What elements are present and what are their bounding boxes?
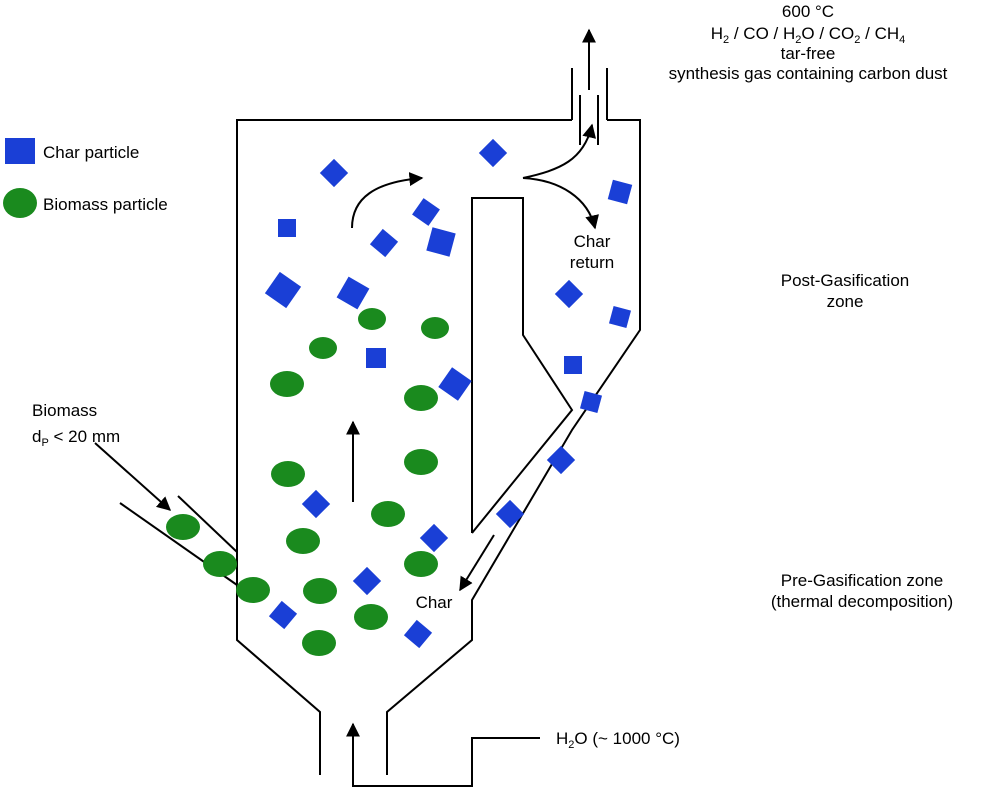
char-particle <box>495 499 525 529</box>
biomass-particle <box>236 577 270 603</box>
char-particle <box>554 279 584 309</box>
outlet-temperature: 600 °C <box>782 2 834 21</box>
reactor-vessel-left-wall <box>236 119 572 552</box>
biomass-particle <box>358 308 386 330</box>
char-particle <box>438 367 472 401</box>
biomass-particle <box>203 551 237 577</box>
char-particles <box>264 138 633 649</box>
char-particle <box>412 198 440 226</box>
feed-arrow <box>94 442 172 511</box>
circulation-arrow <box>351 172 424 229</box>
char-particle <box>319 158 349 188</box>
gas-to-outlet-arrow <box>522 123 597 179</box>
outlet-gas-components: H2 / CO / H2O / CO2 / CH4 <box>711 24 906 46</box>
char-particle <box>403 619 433 649</box>
char-downflow-arrow <box>459 534 495 592</box>
biomass-particle <box>270 371 304 397</box>
post-gasification-label-line2: zone <box>827 292 864 311</box>
biomass-particle <box>302 630 336 656</box>
biomass-particle <box>309 337 337 359</box>
pre-gasification-label-line2: (thermal decomposition) <box>771 592 953 611</box>
char-return-label-line2: return <box>570 253 614 272</box>
legend-biomass-label: Biomass particle <box>43 195 168 214</box>
char-particle <box>426 227 456 257</box>
legend-biomass-swatch <box>3 188 37 218</box>
feed-label: Biomass <box>32 401 97 420</box>
char-particle <box>336 276 370 310</box>
legend-char-swatch <box>5 138 35 164</box>
feed-size-label: dP < 20 mm <box>32 427 120 449</box>
biomass-particles <box>166 308 449 656</box>
biomass-particle <box>404 449 438 475</box>
char-particle <box>564 356 582 374</box>
char-particle <box>268 600 298 630</box>
char-return-label-line1: Char <box>574 232 611 251</box>
char-label: Char <box>416 593 453 612</box>
char-particle <box>579 390 603 414</box>
steam-inlet-line <box>346 722 540 787</box>
char-particle <box>478 138 508 168</box>
outlet-description: synthesis gas containing carbon dust <box>669 64 948 83</box>
char-return-dipleg <box>471 197 574 534</box>
char-particle <box>366 348 386 368</box>
biomass-particle <box>421 317 449 339</box>
pre-gasification-label-line1: Pre-Gasification zone <box>781 571 944 590</box>
outlet-tar-free: tar-free <box>781 44 836 63</box>
char-return-arrow <box>522 177 599 230</box>
biomass-particle <box>404 385 438 411</box>
char-particle <box>369 228 399 258</box>
char-particle <box>278 219 296 237</box>
biomass-particle <box>371 501 405 527</box>
reactor-vessel-bottom-left <box>236 552 321 775</box>
biomass-particle <box>303 578 337 604</box>
post-gasification-label-line1: Post-Gasification <box>781 271 910 290</box>
biomass-particle <box>166 514 200 540</box>
char-particle <box>419 523 449 553</box>
biomass-particle <box>404 551 438 577</box>
char-particle <box>608 305 632 329</box>
biomass-particle <box>271 461 305 487</box>
char-particle <box>352 566 382 596</box>
biomass-particle <box>354 604 388 630</box>
biomass-particle <box>286 528 320 554</box>
legend-char-label: Char particle <box>43 143 139 162</box>
char-particle <box>301 489 331 519</box>
steam-label: H2O (~ 1000 °C) <box>556 729 680 751</box>
char-particle <box>546 445 576 475</box>
feed-chute-upper-wall <box>177 495 238 553</box>
char-particle <box>607 179 633 205</box>
char-particle <box>264 271 302 309</box>
